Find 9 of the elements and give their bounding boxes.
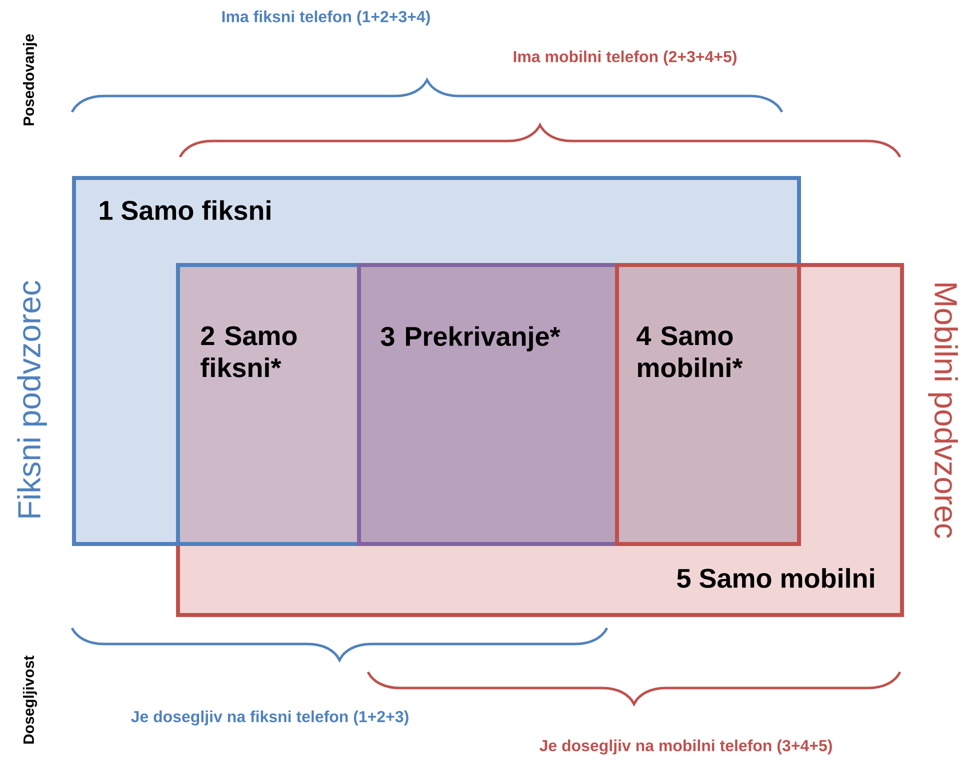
- process-box: 3 Prekrivanje*: [357, 263, 619, 546]
- process-box: 4 Samo mobilni*: [615, 263, 801, 546]
- brace-label: Ima fiksni telefon (1+2+3+4): [222, 10, 430, 26]
- process-box: 2 Samo fiksni*: [176, 263, 361, 546]
- brace-label: Je dosegljiv na mobilni telefon (3+4+5): [540, 740, 832, 754]
- axis-label: Posedovanje: [23, 34, 37, 126]
- axis-label: Dosegljivost: [22, 656, 38, 744]
- brace-label: Je dosegljiv na fiksni telefon (1+2+3): [131, 710, 408, 726]
- brace-label: Ima mobilni telefon (2+3+4+5): [514, 50, 736, 66]
